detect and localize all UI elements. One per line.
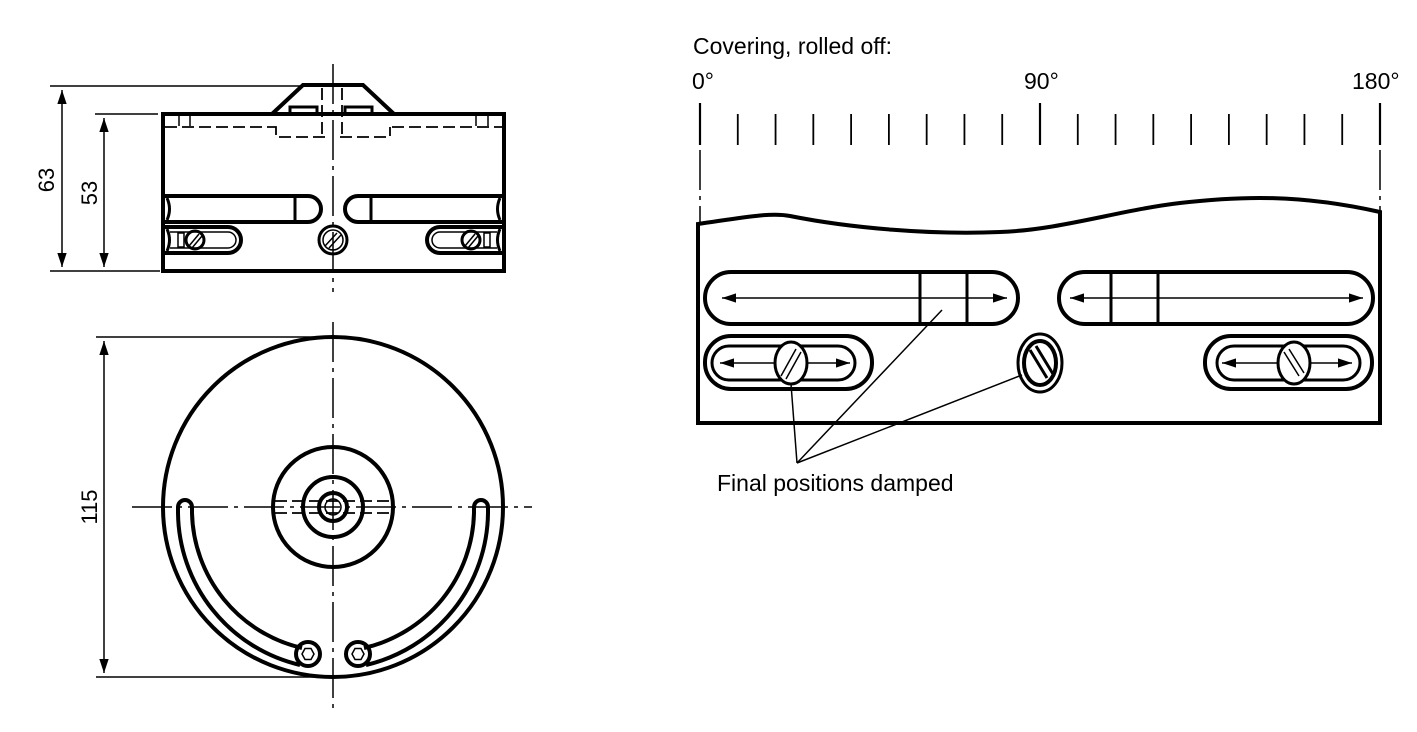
hex-screw-left <box>294 640 322 668</box>
top-view: 115 <box>77 322 532 712</box>
covering-title: Covering, rolled off: <box>693 33 892 59</box>
slot-lower-left <box>703 334 874 391</box>
slot-upper-right <box>1057 270 1375 326</box>
dimension-label-115: 115 <box>77 489 102 524</box>
leader-lines <box>790 309 1023 464</box>
scale-label-0: 0° <box>692 68 714 94</box>
covering-outline <box>696 195 1382 425</box>
screw-right-side <box>460 229 482 251</box>
dimension-label-53: 53 <box>77 181 102 205</box>
screw-center-covering <box>1016 332 1064 394</box>
scale-label-180: 180° <box>1352 68 1400 94</box>
covering-view: Covering, rolled off: 0° 90° 180° <box>692 33 1400 496</box>
side-view: 63 53 <box>34 64 506 292</box>
screw-left-side <box>184 229 206 251</box>
scale-label-90: 90° <box>1024 68 1059 94</box>
dimension-115: 115 <box>77 336 330 678</box>
arc-slot <box>176 498 490 667</box>
dimension-53: 53 <box>77 113 158 267</box>
screw-left-covering <box>773 340 809 386</box>
slot-lower-right <box>1203 334 1374 391</box>
scale-ticks <box>698 103 1382 145</box>
screw-right-covering <box>1276 340 1312 386</box>
dimension-63: 63 <box>34 85 300 272</box>
dimension-label-63: 63 <box>34 168 59 192</box>
hex-screw-right <box>344 640 372 668</box>
annotation-final-positions: Final positions damped <box>717 470 954 496</box>
slot-upper-left <box>703 270 1020 326</box>
